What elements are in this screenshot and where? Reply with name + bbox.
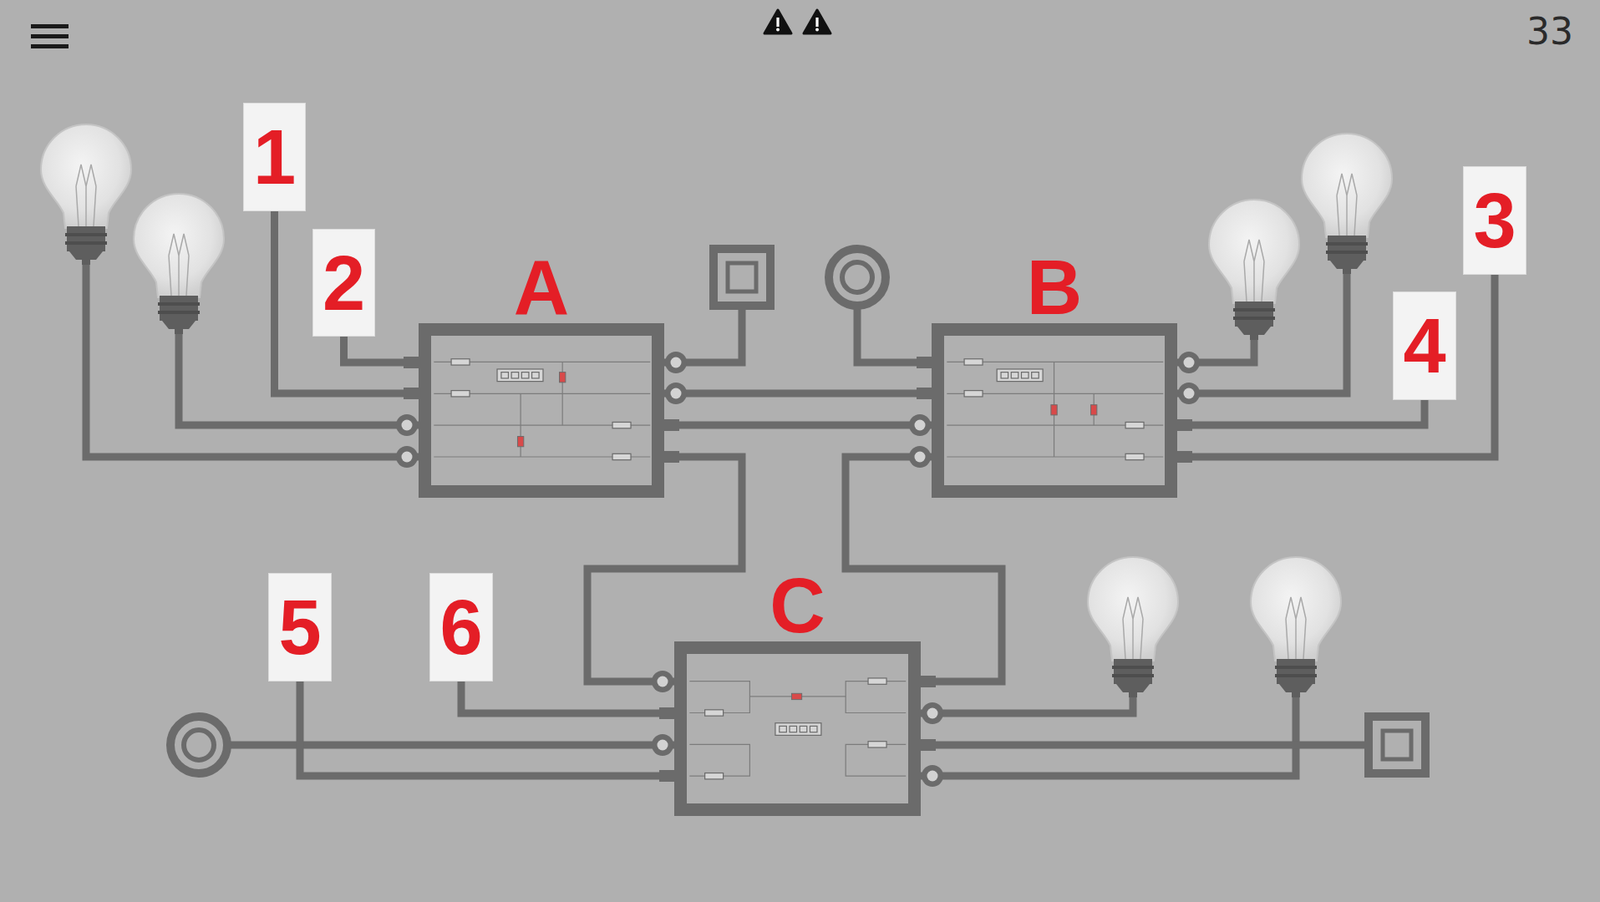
light-bulb [133, 193, 224, 335]
square-terminal [713, 248, 771, 306]
module-letter: C [686, 567, 909, 645]
pin-socket [396, 351, 1200, 788]
round-terminal [170, 716, 228, 774]
callout-card: 3 [1462, 166, 1527, 275]
wire [299, 681, 675, 777]
move-counter: 33 [1526, 13, 1574, 51]
light-bulb [40, 124, 132, 265]
wire [664, 390, 932, 398]
callout-number: 5 [278, 589, 321, 666]
wire [664, 421, 932, 430]
wire [1177, 274, 1495, 458]
light-bulb [1087, 557, 1179, 698]
circuit-module: B [931, 323, 1178, 498]
callout-card: 2 [312, 228, 376, 337]
module-letter: A [431, 248, 652, 326]
wire [1177, 400, 1425, 426]
module-circuitry [433, 359, 651, 461]
warning-icon [764, 10, 792, 34]
wire [461, 681, 675, 714]
round-terminal [828, 248, 886, 306]
light-bulb [1301, 133, 1392, 275]
callout-number: 1 [253, 118, 296, 196]
callout-number: 4 [1402, 307, 1446, 385]
callout-number: 3 [1473, 182, 1516, 260]
light-bulb [1208, 199, 1300, 341]
callout-number: 2 [322, 244, 366, 322]
pin-stub [403, 356, 1193, 783]
wire [274, 211, 420, 394]
callout-card: 5 [268, 573, 332, 682]
square-terminal [1368, 716, 1426, 774]
light-bulb [1250, 557, 1341, 698]
warning-icon [803, 10, 831, 34]
callout-card: 6 [429, 573, 493, 682]
module-letter: B [944, 248, 1165, 326]
callout-card: 4 [1392, 291, 1457, 401]
module-circuitry [689, 678, 906, 780]
module-circuitry [946, 359, 1164, 461]
circuit-module: A [418, 323, 665, 498]
callout-card: 1 [243, 102, 306, 212]
callout-number: 6 [439, 589, 483, 666]
circuit-module: C [674, 641, 921, 817]
menu-icon [30, 24, 69, 49]
